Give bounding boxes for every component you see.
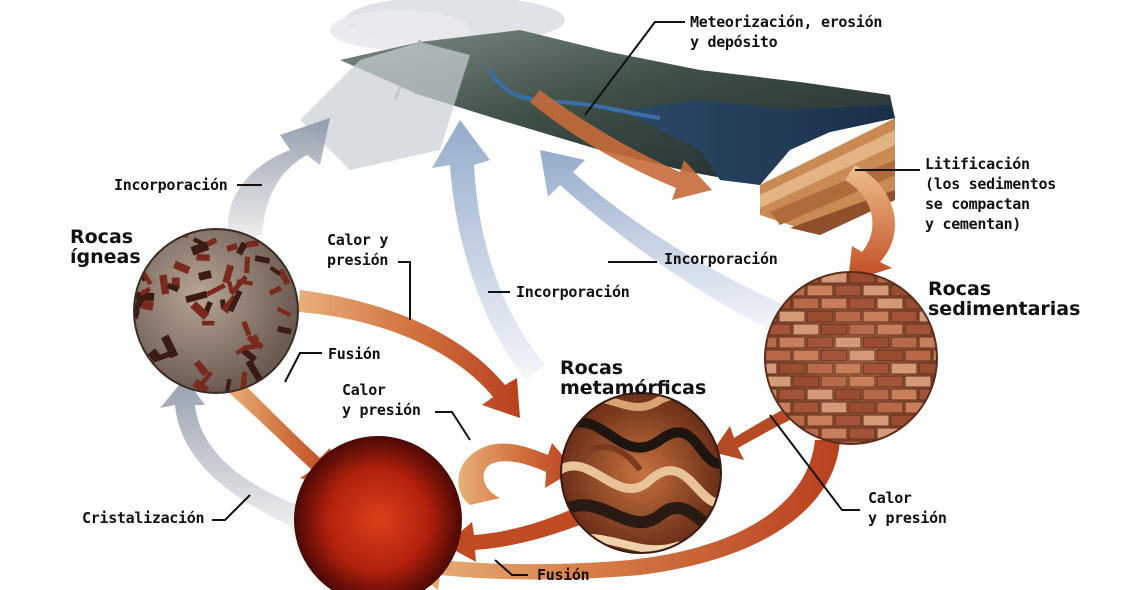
- igneous-title: Rocas ígneas: [70, 226, 141, 268]
- uplift-label-left: Incorporación: [114, 176, 228, 194]
- igneous-rock-sphere: [133, 228, 299, 394]
- melting-label-bottom: Fusión: [537, 566, 590, 584]
- uplift-label-right: Incorporación: [664, 250, 778, 268]
- sedimentary-title: Rocas sedimentarias: [928, 278, 1081, 320]
- leader-lines: [212, 21, 920, 576]
- crystallization-label: Cristalización: [82, 509, 205, 527]
- magma-sphere: [294, 436, 462, 590]
- process-arrows: [228, 90, 895, 590]
- lithification-label: Litificación (los sedimentos se compacta…: [925, 155, 1056, 233]
- heat-pressure-label-top: Calor y presión: [327, 231, 389, 269]
- metamorphic-rock-sphere: [560, 392, 722, 554]
- heat-pressure-label-right: Calor y presión: [868, 489, 947, 527]
- landscape-block: [300, 0, 895, 235]
- uplift-label-center: Incorporación: [516, 283, 630, 301]
- weathering-label: Meteorización, erosión y depósito: [690, 13, 883, 51]
- melting-label-left: Fusión: [328, 345, 381, 363]
- heat-pressure-label-mid: Calor y presión: [342, 381, 421, 419]
- metamorphic-title: Rocas metamórficas: [560, 357, 707, 399]
